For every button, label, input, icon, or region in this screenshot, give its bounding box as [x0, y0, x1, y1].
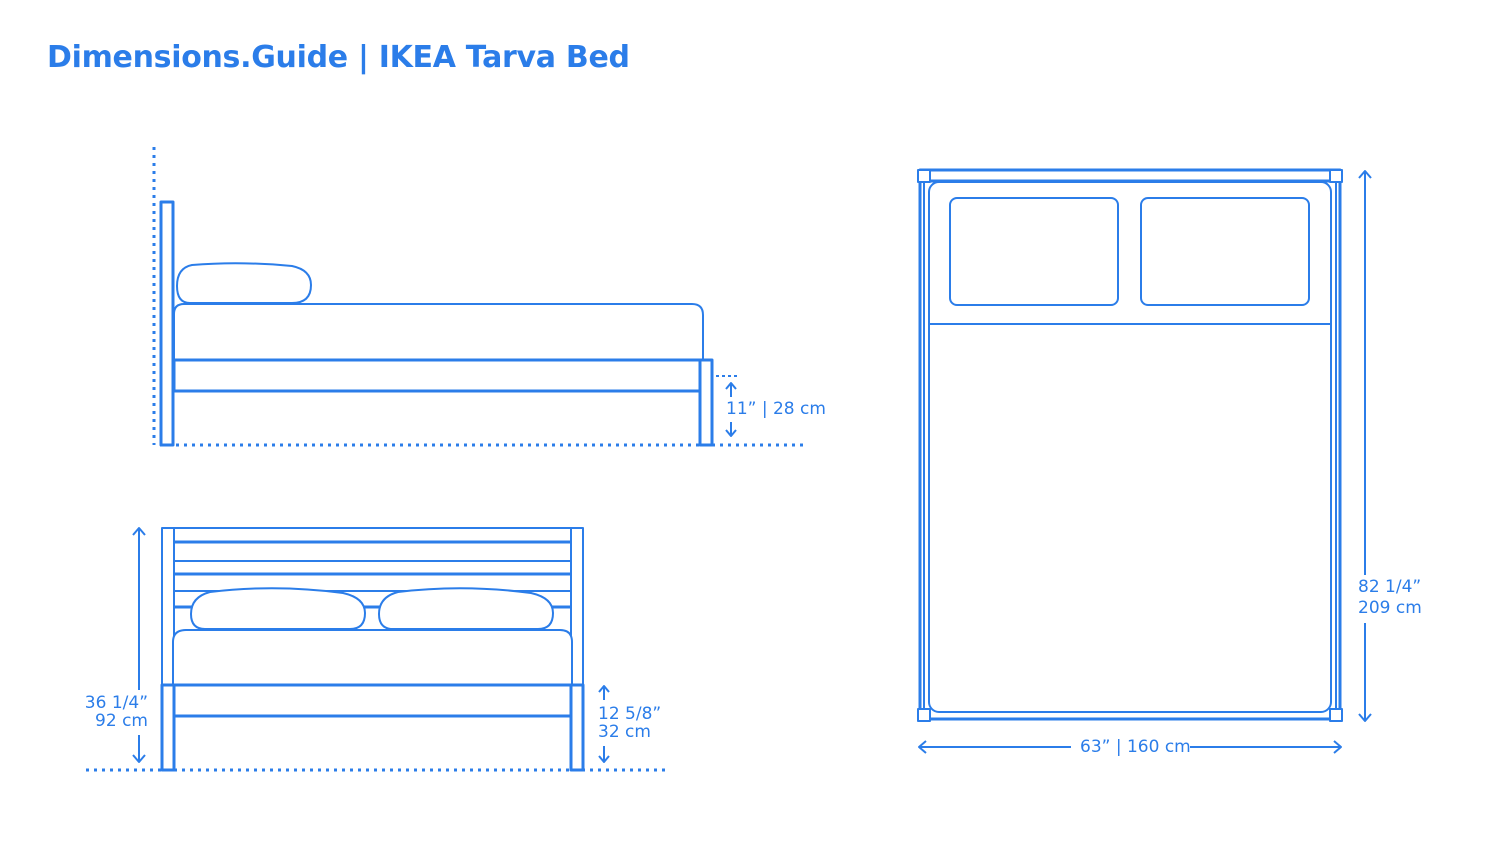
rail-height-arrowhead-up: [598, 685, 610, 693]
top-corner-post-bl: [917, 708, 931, 722]
top-mattress: [928, 181, 1332, 713]
footboard-post: [698, 358, 714, 447]
height-label-in: 36 1/4”: [84, 693, 148, 713]
top-pillow-left: [949, 197, 1119, 306]
clearance-label: 11” | 28 cm: [726, 399, 826, 419]
length-arrowhead-down: [1358, 713, 1372, 722]
top-corner-post-tr: [1329, 169, 1343, 183]
front-rail: [172, 683, 573, 718]
length-label-cm: 209 cm: [1358, 598, 1422, 618]
height-arrowhead-down: [132, 754, 146, 763]
top-corner-post-tl: [917, 169, 931, 183]
front-right-leg: [569, 683, 585, 772]
side-mattress: [173, 303, 704, 361]
top-corner-post-br: [1329, 708, 1343, 722]
clearance-arrowhead-up: [725, 382, 737, 390]
rail-height-label-in: 12 5/8”: [598, 704, 662, 724]
length-arrowhead-up: [1358, 170, 1372, 179]
height-label-cm: 92 cm: [95, 711, 148, 731]
width-label: 63” | 160 cm: [1080, 737, 1191, 757]
rail-height-arrowhead-down: [598, 755, 610, 763]
front-pillow-right: [378, 587, 554, 630]
page-title: Dimensions.Guide | IKEA Tarva Bed: [47, 40, 630, 75]
headboard-post: [159, 200, 175, 447]
side-view: [152, 147, 808, 447]
front-view: [86, 527, 665, 772]
length-label-in: 82 1/4”: [1358, 577, 1422, 597]
top-pillow-right: [1140, 197, 1310, 306]
side-pillow: [176, 262, 312, 304]
height-arrowhead-up: [132, 527, 146, 536]
rail-height-label-cm: 32 cm: [598, 722, 651, 742]
top-view: [917, 168, 1372, 754]
side-rail: [172, 358, 702, 393]
clearance-arrowhead-down: [725, 429, 737, 437]
width-arrowhead-right: [1333, 740, 1342, 754]
front-left-leg: [160, 683, 176, 772]
front-mattress: [172, 629, 573, 685]
top-frame-outer: [918, 168, 1342, 721]
width-arrowhead-left: [918, 740, 927, 754]
front-pillow-left: [190, 587, 366, 630]
